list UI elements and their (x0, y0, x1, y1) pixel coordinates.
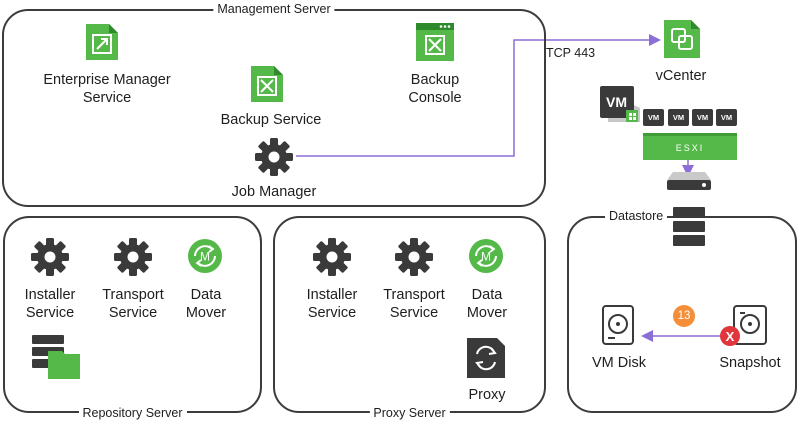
job-manager-label: Job Manager (231, 184, 317, 200)
datastore-stack-icon (673, 207, 705, 246)
vm-chip: VM (668, 109, 689, 126)
repo-installer-label: Installer Service (24, 287, 76, 321)
vm-chip: VM (643, 109, 664, 126)
repository-server-group: Repository Server (3, 216, 262, 420)
backup-console-label: Backup Console (408, 72, 462, 106)
proxy-server-title: Proxy Server (369, 406, 450, 420)
repository-storage-icon (32, 335, 80, 379)
transport-service-gear-icon (114, 238, 152, 276)
installer-service-gear-icon (31, 238, 69, 276)
snapshot-error-icon: X (720, 326, 740, 346)
snapshot-label: Snapshot (719, 355, 781, 371)
installer-service-gear-icon (313, 238, 351, 276)
proxy-server-group: Proxy Server (273, 216, 546, 420)
job-manager-gear-icon (255, 138, 293, 176)
repo-transport-label: Transport Service (102, 287, 164, 321)
data-mover-icon-letter: M (481, 250, 491, 264)
vm-chip: VM (692, 109, 713, 126)
esxi-label: ESXI (675, 143, 705, 153)
vm-disk-label: VM Disk (592, 355, 646, 371)
enterprise-manager-label: Enterprise Manager Service (43, 72, 171, 106)
backup-console-icon (416, 23, 454, 61)
vm-disk-icon (602, 305, 634, 345)
proxy-transport-label: Transport Service (383, 287, 445, 321)
proxy-icon (467, 338, 505, 378)
transport-service-gear-icon (395, 238, 433, 276)
vcenter-label: vCenter (655, 68, 707, 84)
esxi-host-bar: ESXI (643, 133, 737, 160)
enterprise-manager-icon (86, 24, 118, 60)
proxy-label: Proxy (468, 387, 506, 403)
proxy-data-mover-label: Data Mover (466, 287, 508, 321)
vm-tile-label: VM (606, 94, 627, 110)
data-mover-icon: M (469, 239, 503, 273)
data-mover-icon: M (188, 239, 222, 273)
server-icon (667, 172, 711, 190)
vm-icon (600, 86, 640, 122)
data-mover-icon-letter: M (200, 250, 210, 264)
tcp-port-label: TCP 443 (546, 46, 596, 60)
management-server-title: Management Server (213, 2, 335, 16)
management-server-group: Management Server (2, 2, 546, 207)
datastore-title: Datastore (605, 209, 668, 223)
step-badge: 13 (673, 305, 695, 327)
proxy-installer-label: Installer Service (306, 287, 358, 321)
repo-data-mover-label: Data Mover (185, 287, 227, 321)
backup-service-label: Backup Service (220, 112, 322, 128)
repository-server-title: Repository Server (78, 406, 187, 420)
snapshot-icon (733, 305, 767, 345)
vm-chip: VM (716, 109, 737, 126)
backup-service-icon (251, 66, 283, 102)
vcenter-icon (664, 20, 700, 58)
